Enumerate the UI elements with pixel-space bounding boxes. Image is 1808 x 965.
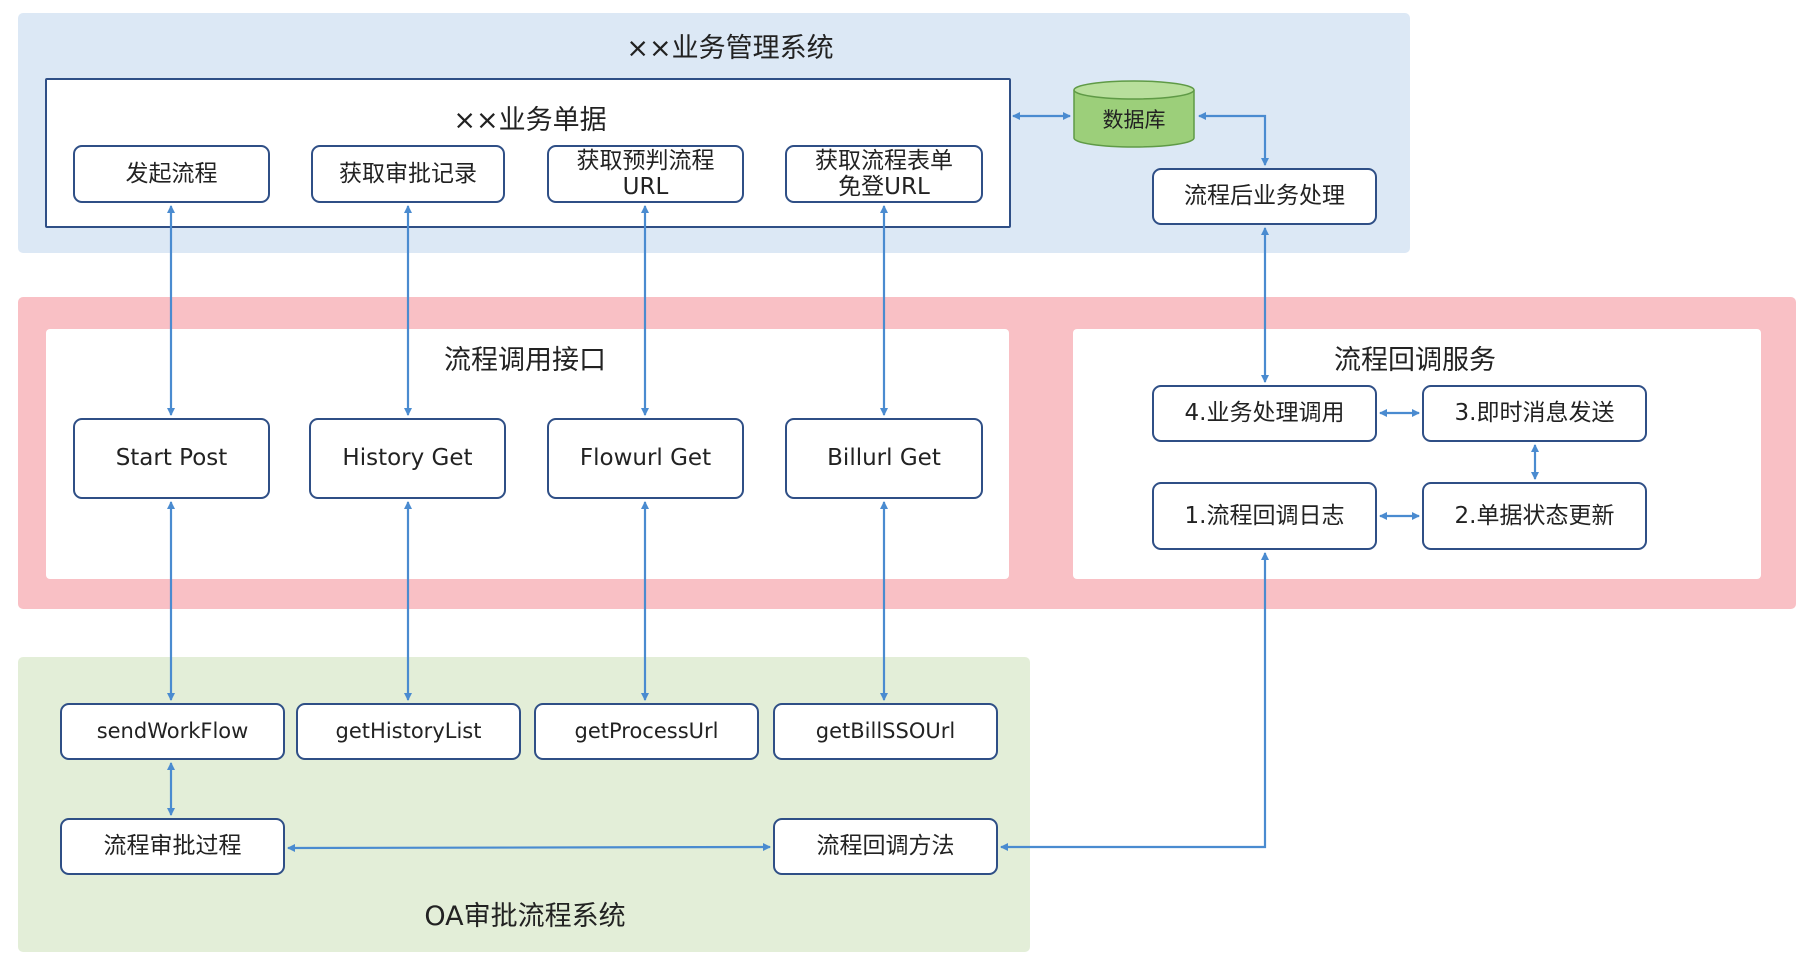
step3-label: 3.即时消息发送 [1454,400,1615,427]
step4-business-call-box[interactable]: 4.业务处理调用 [1152,385,1377,442]
biz-system-title: ××业务管理系统 [626,33,834,64]
database-cylinder [1073,80,1195,148]
start-post-box[interactable]: Start Post [73,418,270,499]
get-history-list-label: getHistoryList [335,719,482,744]
step4-label: 4.业务处理调用 [1184,400,1345,427]
history-get-label: History Get [342,445,473,472]
step2-label: 2.单据状态更新 [1454,502,1615,529]
start-process-button[interactable]: 发起流程 [73,145,270,203]
database-label: 数据库 [1102,108,1166,132]
billurl-get-box[interactable]: Billurl Get [785,418,983,499]
arrow-callback-step1 [1000,552,1269,851]
post-process-box[interactable]: 流程后业务处理 [1152,168,1377,225]
biz-document-title: ××业务单据 [453,105,607,136]
arrow-approval-callback [287,843,771,852]
approval-process-box[interactable]: 流程审批过程 [60,818,285,875]
get-bill-sso-url-box[interactable]: getBillSSOUrl [773,703,998,760]
get-approval-records-label: 获取审批记录 [339,160,477,187]
step1-callback-log-box[interactable]: 1.流程回调日志 [1152,482,1377,550]
start-process-label: 发起流程 [125,160,218,187]
arrow-db-post [1198,112,1269,166]
get-bill-sso-url-label: getBillSSOUrl [815,719,956,744]
callback-service-title: 流程回调服务 [1334,345,1496,376]
step1-label: 1.流程回调日志 [1184,502,1345,529]
get-predict-url-button[interactable]: 获取预判流程 URL [547,145,744,203]
get-form-sso-url-label-1: 获取流程表单 [815,147,953,174]
get-predict-url-label-2: URL [622,174,669,200]
flowurl-get-box[interactable]: Flowurl Get [547,418,744,499]
step2-status-update-box[interactable]: 2.单据状态更新 [1422,482,1647,550]
get-process-url-box[interactable]: getProcessUrl [534,703,759,760]
get-process-url-label: getProcessUrl [574,719,719,744]
callback-method-label: 流程回调方法 [816,833,955,860]
get-predict-url-label-1: 获取预判流程 [576,147,715,174]
flowurl-get-label: Flowurl Get [579,445,712,472]
send-workflow-label: sendWorkFlow [96,719,249,744]
start-post-label: Start Post [115,445,228,472]
get-approval-records-button[interactable]: 获取审批记录 [311,145,505,203]
oa-system-title: OA审批流程系统 [424,901,626,932]
get-form-sso-url-button[interactable]: 获取流程表单 免登URL [785,145,983,203]
approval-process-label: 流程审批过程 [103,833,242,860]
send-workflow-box[interactable]: sendWorkFlow [60,703,285,760]
get-history-list-box[interactable]: getHistoryList [296,703,521,760]
get-form-sso-url-label-2: 免登URL [838,174,930,200]
post-process-label: 流程后业务处理 [1184,183,1345,210]
step3-instant-message-box[interactable]: 3.即时消息发送 [1422,385,1647,442]
interface-title: 流程调用接口 [444,345,606,376]
history-get-box[interactable]: History Get [309,418,506,499]
billurl-get-label: Billurl Get [827,445,941,472]
callback-method-box[interactable]: 流程回调方法 [773,818,998,875]
